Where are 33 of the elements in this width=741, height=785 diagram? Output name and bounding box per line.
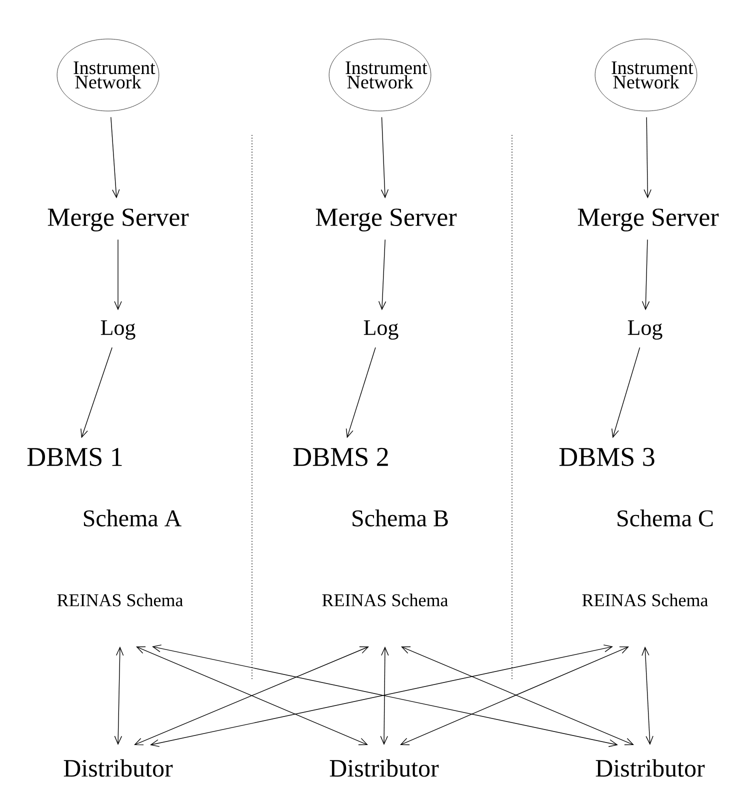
distributor-label: Distributor — [330, 759, 439, 777]
distributor-label: Distributor — [64, 759, 173, 777]
arrow — [114, 239, 122, 310]
distributor-label: Distributor — [596, 759, 705, 777]
arrow — [110, 116, 120, 198]
schema-label: REINAS Schema — [582, 594, 708, 606]
arrow — [380, 646, 389, 745]
dbms-label: DBMS 2 — [293, 448, 388, 466]
arrow — [642, 239, 650, 310]
arrow — [612, 347, 640, 438]
server-label: Merge Server — [48, 208, 189, 232]
schema-label: Schema A — [84, 510, 182, 526]
ellipse-node: Instrument Network — [594, 38, 698, 112]
schema-label: Schema C — [618, 510, 713, 526]
log-label: Log — [364, 320, 398, 340]
arrow — [114, 646, 124, 745]
arrow — [380, 116, 389, 198]
arrow — [378, 239, 386, 310]
server-label: Merge Server — [316, 208, 457, 232]
arrow — [346, 347, 376, 438]
dbms-label: DBMS 1 — [27, 448, 122, 466]
dbms-label: DBMS 3 — [559, 448, 654, 466]
arrow — [644, 116, 652, 198]
schema-label: REINAS Schema — [322, 594, 448, 606]
schema-label: Schema B — [352, 510, 448, 526]
log-label: Log — [100, 320, 136, 340]
log-label: Log — [628, 320, 662, 340]
ellipse-node: Instrument Network — [328, 38, 432, 112]
arrow — [80, 347, 112, 438]
server-label: Merge Server — [578, 208, 719, 232]
arrow — [642, 646, 654, 746]
schema-label: REINAS Schema — [57, 594, 183, 606]
ellipse-node: Instrument Network — [56, 38, 160, 112]
